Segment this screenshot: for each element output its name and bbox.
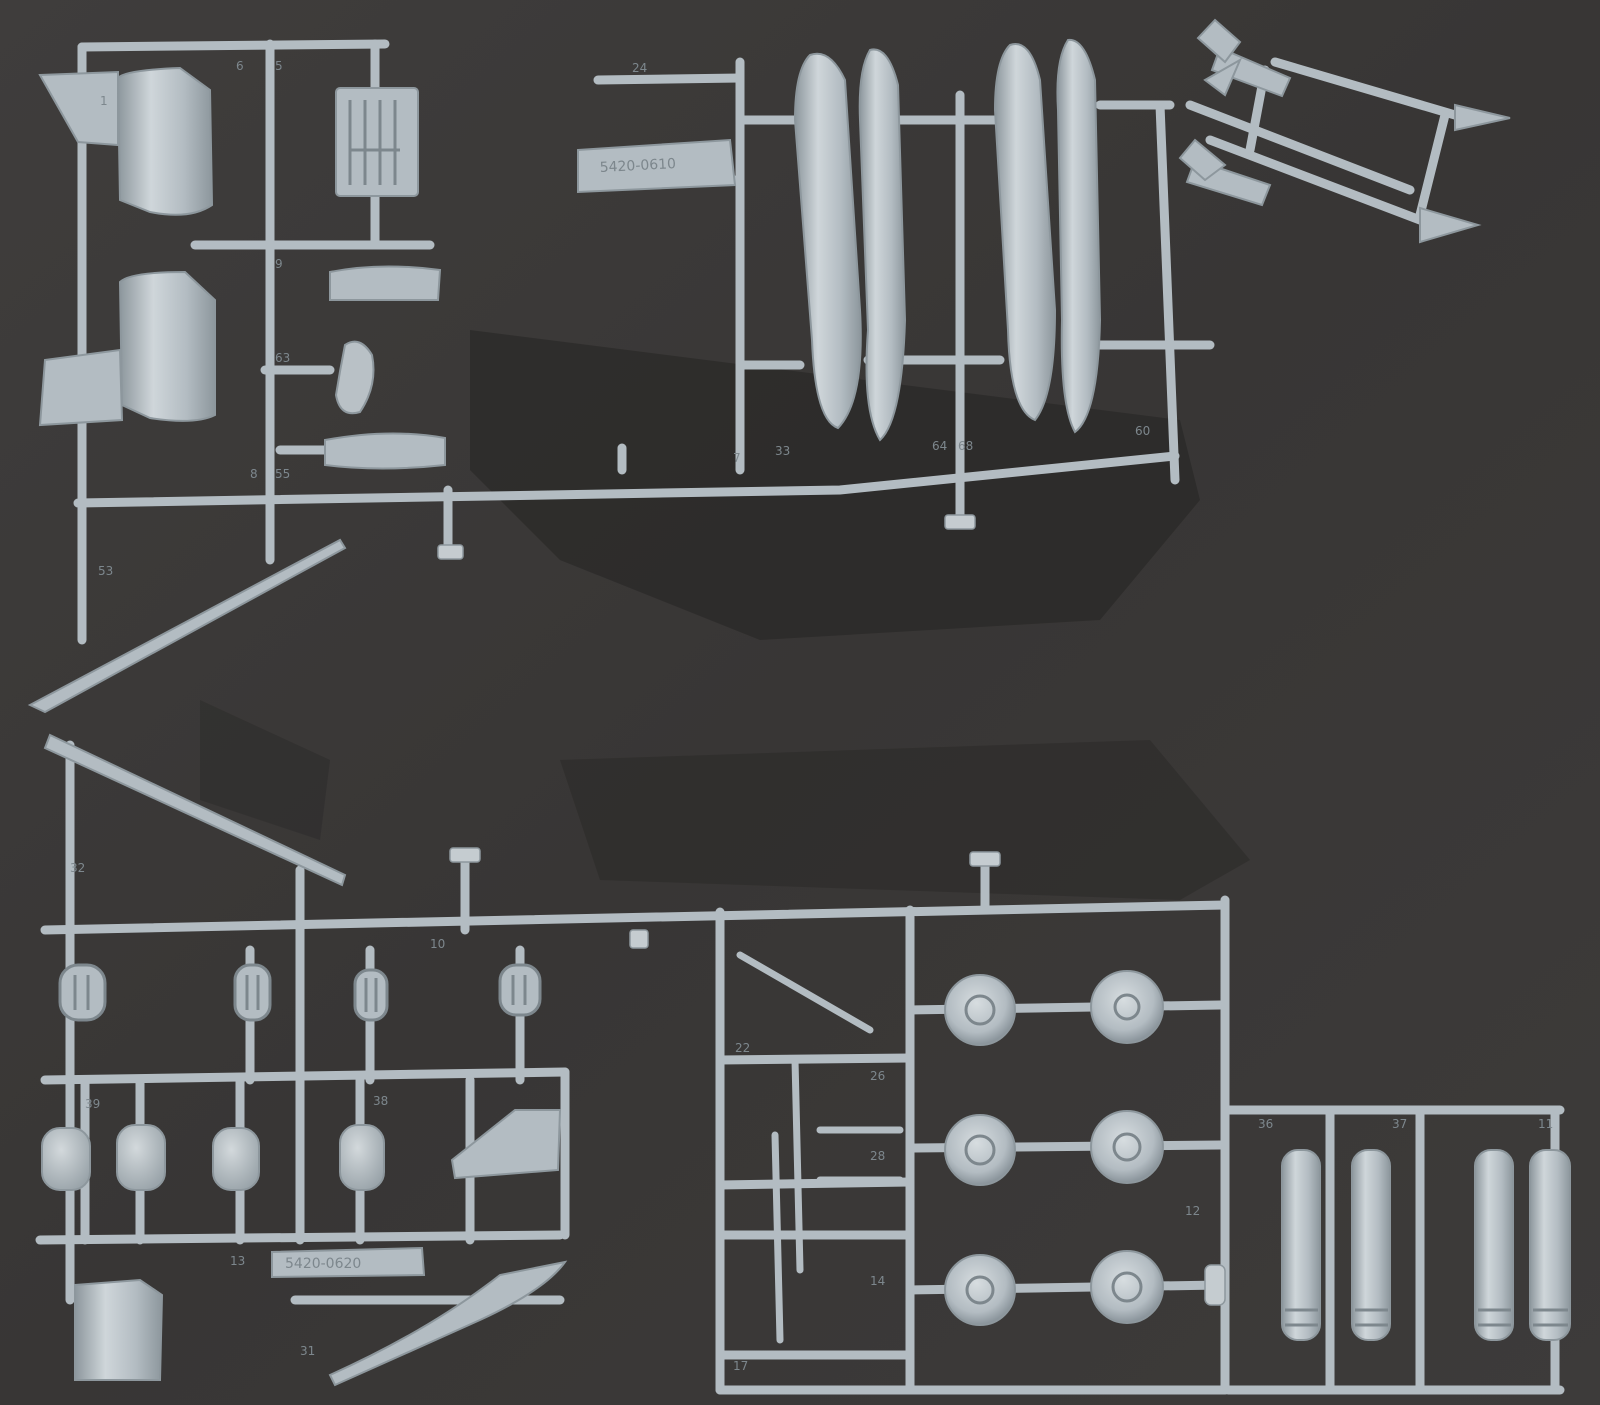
part-number: 12 xyxy=(1185,1204,1200,1218)
canopy-frame-part xyxy=(38,70,119,147)
frame-code-text: 5420-0610 xyxy=(599,156,676,176)
frame-code-tag xyxy=(271,1246,426,1279)
part-number: 63 xyxy=(275,351,290,365)
part-number: 24 xyxy=(632,61,647,75)
part-number: 28 xyxy=(870,1149,885,1163)
drop-tank-half xyxy=(993,43,1057,422)
seat-part xyxy=(329,265,442,301)
engraved-labels: 5420-0610 5420-0620 6 5 1 9 63 8 55 53 2… xyxy=(70,59,1553,1373)
part-number: 37 xyxy=(1392,1117,1407,1131)
part-number: 68 xyxy=(958,439,973,453)
intake-grille-part xyxy=(58,963,542,1022)
bomb-fins xyxy=(1285,1308,1568,1327)
drop-tank-half xyxy=(793,52,862,430)
part-number: 22 xyxy=(735,1041,750,1055)
part-number: 33 xyxy=(775,444,790,458)
wheel-part xyxy=(944,970,1164,1326)
part-number: 11 xyxy=(1538,1117,1553,1131)
attachment-tabs xyxy=(449,847,1226,1306)
part-number: 8 xyxy=(250,467,258,481)
part-number: 6 xyxy=(236,59,244,73)
missile-part xyxy=(1196,18,1511,132)
attachment-tabs xyxy=(437,514,976,560)
part-number: 7 xyxy=(733,451,741,465)
bulkhead-part xyxy=(74,1278,164,1381)
part-number: 64 xyxy=(932,439,947,453)
runner-frame xyxy=(73,39,1215,645)
tank-part xyxy=(324,432,446,470)
part-number: 10 xyxy=(430,937,445,951)
missile-part xyxy=(1178,138,1482,244)
part-number: 32 xyxy=(70,861,85,875)
drop-tank-half xyxy=(858,48,907,442)
drop-tank-half xyxy=(1056,38,1102,434)
pilot-figure-part xyxy=(334,340,375,415)
part-number: 31 xyxy=(300,1344,315,1358)
part-number: 5 xyxy=(275,59,283,73)
runner-missile-rack xyxy=(1185,57,1460,225)
canopy-frame-part xyxy=(38,348,124,427)
part-number: 38 xyxy=(373,1094,388,1108)
pad-part xyxy=(41,1124,385,1191)
part-number: 36 xyxy=(1258,1117,1273,1131)
instrument-panel-detail xyxy=(348,100,400,185)
part-number: 55 xyxy=(275,467,290,481)
part-number: 60 xyxy=(1135,424,1150,438)
bomb-part xyxy=(1281,1149,1571,1341)
wing-fence-part xyxy=(43,733,347,887)
sprue-top-parts xyxy=(27,18,1511,714)
part-number: 26 xyxy=(870,1069,885,1083)
part-number: 1 xyxy=(100,94,108,108)
part-number: 9 xyxy=(275,257,283,271)
grille-slats xyxy=(73,975,527,1012)
fuselage-insert-part xyxy=(118,270,216,422)
landing-gear-strut xyxy=(736,951,904,1344)
tail-fin-part xyxy=(328,1260,568,1387)
sprue-bottom-parts xyxy=(41,733,1571,1387)
frame-code-text: 5420-0620 xyxy=(285,1256,361,1272)
part-number: 39 xyxy=(85,1097,100,1111)
frame-code-tag xyxy=(577,138,737,194)
sprue-top xyxy=(73,39,1460,645)
shadows xyxy=(200,330,1250,900)
part-number: 13 xyxy=(230,1254,245,1268)
instrument-panel-part xyxy=(335,87,419,197)
part-number: 17 xyxy=(733,1359,748,1373)
flap-part xyxy=(450,1109,562,1180)
fuselage-insert-part xyxy=(116,66,214,216)
part-number: 53 xyxy=(98,564,113,578)
wing-strake-part xyxy=(27,538,347,714)
part-number: 14 xyxy=(870,1274,885,1288)
